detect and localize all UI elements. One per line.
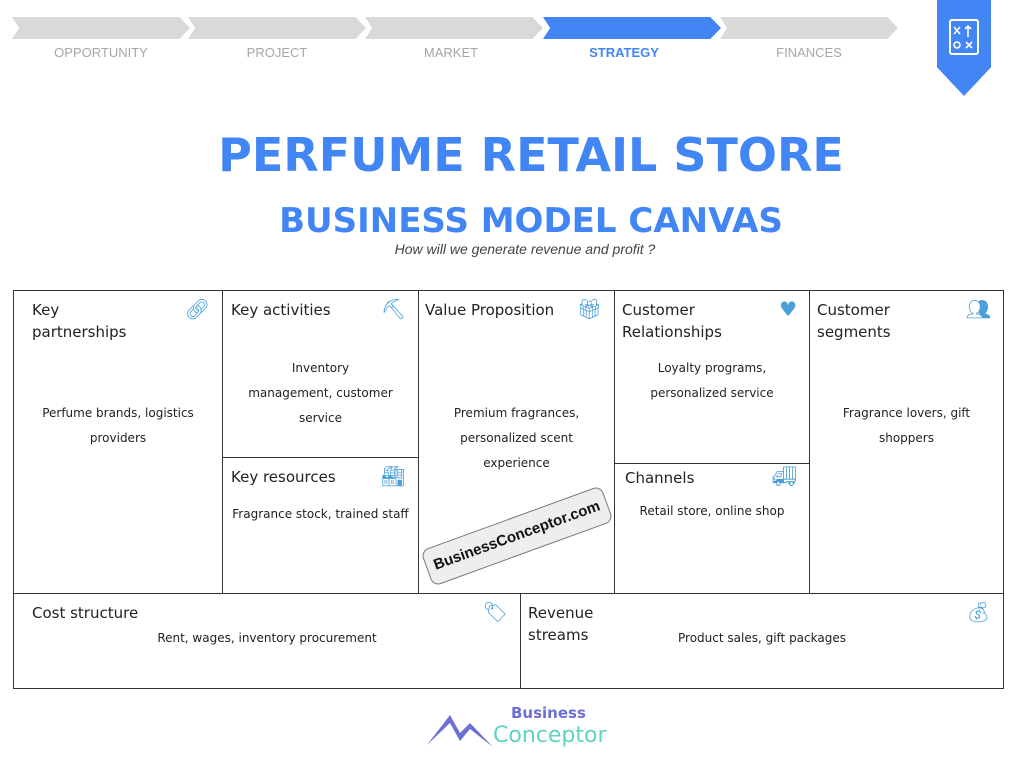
block-title: Key partnerships bbox=[32, 301, 127, 341]
page-question: How will we generate revenue and profit … bbox=[394, 241, 656, 257]
link-icon: 🔗︎ bbox=[184, 297, 210, 321]
block-title: Customer Relationships bbox=[622, 301, 722, 341]
block-title: Channels bbox=[625, 469, 695, 487]
truck-icon: 🚚︎ bbox=[771, 464, 797, 488]
page-title: PERFUME RETAIL STORE bbox=[218, 128, 844, 182]
shovel-icon: ⛏︎ bbox=[380, 297, 406, 321]
users-icon: 👥︎ bbox=[965, 297, 991, 321]
key-activities-block[interactable]: Key activities ⛏︎ Inventory management, … bbox=[222, 290, 419, 458]
step-label: STRATEGY bbox=[589, 45, 659, 60]
block-text: Loyalty programs, personalized service bbox=[650, 361, 774, 400]
block-text: Fragrance stock, trained staff bbox=[232, 507, 409, 521]
strategy-board-icon bbox=[949, 19, 979, 55]
key-resources-block[interactable]: Key resources 🏭︎ Fragrance stock, traine… bbox=[222, 457, 419, 594]
logo-line1: Business bbox=[511, 704, 586, 722]
money-bag-icon: 💰︎ bbox=[965, 600, 991, 624]
revenue-streams-block[interactable]: Revenue streams 💰︎ Product sales, gift p… bbox=[520, 593, 1004, 689]
mountain-icon bbox=[427, 715, 493, 747]
customer-relationships-block[interactable]: Customer Relationships ♥ Loyalty program… bbox=[614, 290, 810, 464]
gift-icon: 🎁︎ bbox=[576, 297, 602, 321]
page-subtitle: BUSINESS MODEL CANVAS bbox=[279, 201, 783, 241]
key-partnerships-block[interactable]: Key partnerships 🔗︎ Perfume brands, logi… bbox=[13, 290, 223, 594]
tag-icon: 🏷︎ bbox=[482, 600, 508, 624]
step-label: FINANCES bbox=[776, 45, 842, 60]
business-conceptor-logo: Business Conceptor bbox=[425, 704, 607, 750]
logo-line2: Conceptor bbox=[493, 723, 607, 748]
factory-icon: 🏭︎ bbox=[380, 464, 406, 488]
block-text: Premium fragrances, personalized scent e… bbox=[453, 406, 580, 470]
heart-icon: ♥ bbox=[779, 297, 797, 321]
block-text: Fragrance lovers, gift shoppers bbox=[842, 406, 971, 445]
block-text: Inventory management, customer service bbox=[248, 361, 393, 425]
block-title: Key resources bbox=[231, 468, 336, 486]
strategy-bookmark[interactable] bbox=[937, 0, 991, 96]
block-text: Retail store, online shop bbox=[639, 504, 785, 518]
block-text: Perfume brands, logistics providers bbox=[42, 406, 194, 445]
cost-structure-block[interactable]: Cost structure 🏷︎ Rent, wages, inventory… bbox=[13, 593, 521, 689]
block-title: Customer segments bbox=[817, 301, 891, 341]
step-label: PROJECT bbox=[246, 45, 308, 60]
block-title: Cost structure bbox=[32, 604, 139, 622]
step-label: OPPORTUNITY bbox=[54, 45, 148, 60]
block-title: Key activities bbox=[231, 301, 331, 319]
channels-block[interactable]: Channels 🚚︎ Retail store, online shop bbox=[614, 463, 810, 594]
block-text: Product sales, gift packages bbox=[678, 631, 846, 645]
customer-segments-block[interactable]: Customer segments 👥︎ Fragrance lovers, g… bbox=[809, 290, 1004, 594]
step-label: MARKET bbox=[423, 45, 479, 60]
block-text: Rent, wages, inventory procurement bbox=[157, 631, 377, 645]
block-title: Value Proposition bbox=[425, 301, 555, 319]
block-title: Revenue streams bbox=[528, 604, 594, 644]
